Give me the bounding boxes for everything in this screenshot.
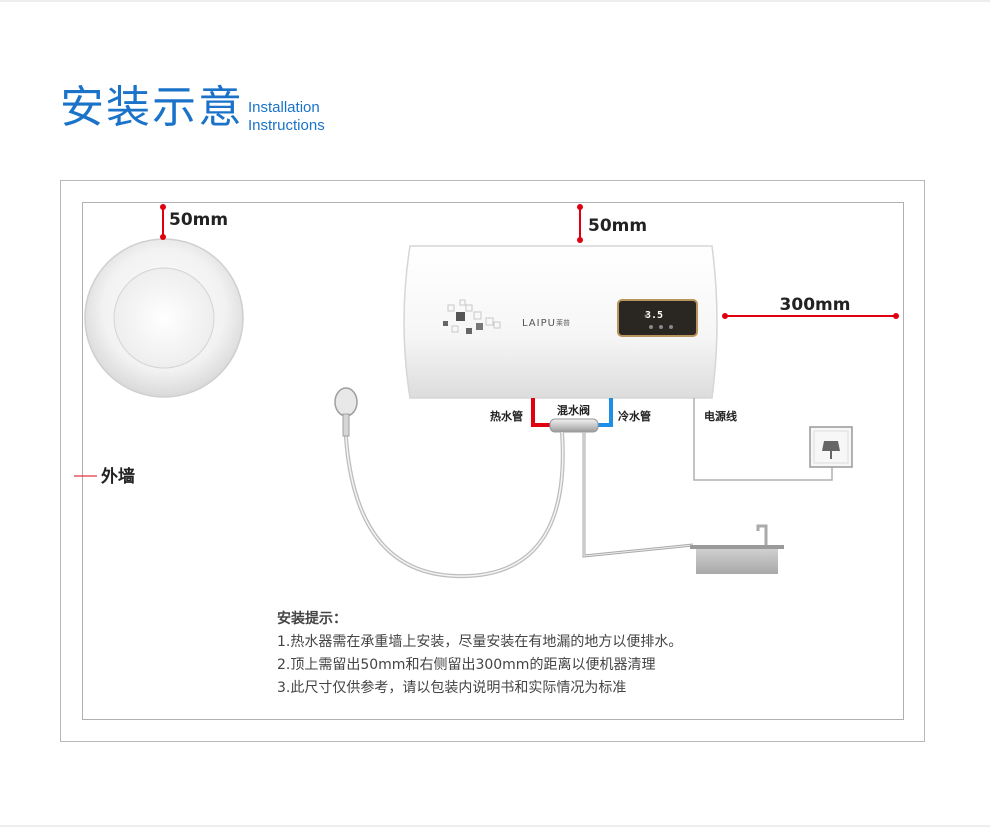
wall-socket: [809, 426, 853, 468]
bottom-divider: [0, 825, 990, 827]
diagram-outer-frame: [60, 180, 925, 742]
subtitle-line-1: Installation: [248, 99, 320, 116]
right-clearance-label: 300mm: [780, 295, 851, 315]
display-buttons: [644, 314, 673, 329]
control-display-panel: [617, 299, 698, 337]
hot-pipe-label: 热水管: [490, 409, 523, 423]
mix-valve-label: 混水阀: [557, 403, 590, 417]
page-subtitle: Installation Instructions: [248, 99, 325, 135]
power-cord: [693, 398, 833, 481]
faucet: [756, 524, 768, 545]
notes-title: 安装提示：: [277, 611, 347, 627]
shower-head: [334, 387, 358, 437]
wall-label: 外墙: [101, 466, 135, 487]
heater-top-clearance-marker: [577, 204, 583, 243]
display-readout: 3.5: [645, 310, 663, 321]
diagram-inner-frame: [82, 202, 904, 720]
cold-water-pipe: [596, 398, 613, 427]
power-cord-label: 电源线: [704, 409, 737, 423]
brand-logo: LAIPU: [522, 318, 556, 329]
left-top-clearance-marker: [160, 204, 166, 240]
top-divider: [0, 0, 990, 2]
heater-top-clearance-label: 50mm: [588, 216, 647, 236]
subtitle-line-2: Instructions: [248, 117, 325, 134]
tank-decor-pattern: [443, 299, 501, 334]
shower-hose: [343, 419, 565, 579]
installation-notes: 安装提示： 1.热水器需在承重墙上安装，尽量安装在有地漏的地方以便排水。 2.顶…: [277, 608, 682, 700]
sink-water-line: [582, 432, 694, 558]
mixing-valve: [549, 418, 599, 433]
cold-pipe-label: 冷水管: [618, 409, 651, 423]
round-wall-plate: [84, 238, 244, 398]
right-clearance-marker: [722, 313, 899, 319]
hot-water-pipe: [531, 398, 552, 427]
note-item: 1.热水器需在承重墙上安装，尽量安装在有地漏的地方以便排水。: [277, 634, 683, 650]
water-heater-tank: [403, 245, 718, 399]
brand-logo-cn: 莱普: [556, 318, 570, 327]
page-title: 安装示意: [60, 82, 244, 133]
note-item: 3.此尺寸仅供参考，请以包装内说明书和实际情况为标准: [277, 680, 627, 696]
sink-basin: [690, 545, 784, 574]
note-item: 2.顶上需留出50mm和右侧留出300mm的距离以便机器清理: [277, 657, 656, 673]
left-clearance-label: 50mm: [169, 210, 228, 230]
